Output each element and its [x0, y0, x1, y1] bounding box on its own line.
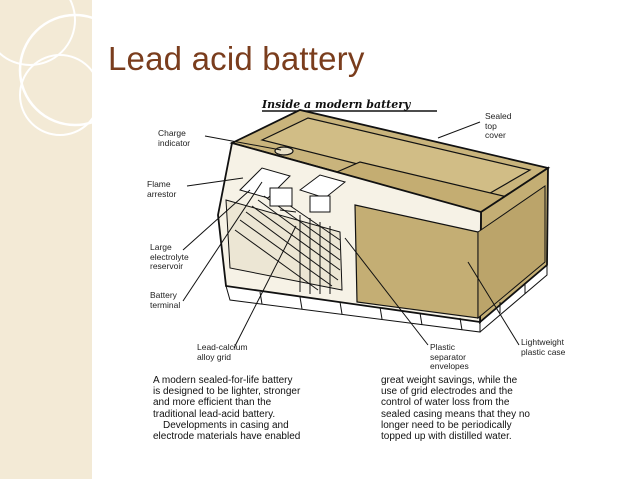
- label-sealed-top-cover: Sealed top cover: [485, 111, 512, 140]
- label-plastic-separator: Plastic separator envelopes: [430, 342, 469, 371]
- caption-right-column: great weight savings, while the use of g…: [381, 375, 530, 443]
- label-flame-arrestor: Flame arrestor: [147, 179, 177, 199]
- decorative-side-strip: [0, 0, 132, 479]
- label-lightweight-plastic-case: Lightweight plastic case: [521, 337, 566, 357]
- diagram-heading: Inside a modern battery: [262, 98, 411, 111]
- caption-left-column: A modern sealed-for-life battery is desi…: [153, 375, 301, 443]
- slide-title: Lead acid battery: [108, 40, 365, 77]
- label-charge-indicator: Charge indicator: [158, 128, 191, 148]
- label-lead-calcium-grid: Lead-calcium alloy grid: [197, 342, 248, 362]
- cutaway-cells: [225, 167, 347, 294]
- charge-indicator: [274, 146, 294, 156]
- label-electrolyte-reservoir: Large electrolyte reservoir: [150, 242, 189, 271]
- leader-lines: [182, 121, 520, 349]
- label-battery-terminal: Battery terminal: [150, 290, 181, 310]
